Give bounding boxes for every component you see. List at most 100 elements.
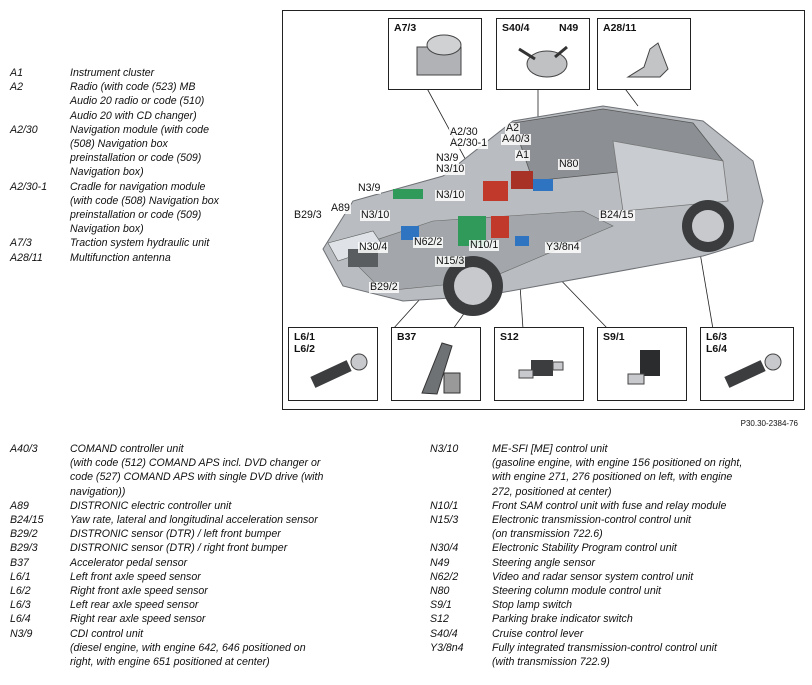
legend-code: A89 [10,499,29,512]
car-illustration [322,80,764,330]
legend-code: N80 [430,585,450,598]
legend-code: N10/1 [430,499,459,512]
legend-row: A28/11 Multifunction antenna [10,251,282,265]
engine-control-unit [393,189,423,199]
stop-lamp-switch-icon [627,350,660,385]
box-label: L6/3 L6/4 [706,331,728,355]
detail-box-s404-n49: S40/4 N49 [496,18,590,90]
legend-code: L6/4 [10,613,31,626]
callout-n310b: N3/10 [435,189,466,201]
callout-n39b: N3/9 [357,182,382,194]
detail-box-b37: B37 [391,327,481,401]
detail-box-s91: S9/1 [597,327,687,401]
hydraulic-unit-icon [416,34,462,76]
legend-code: N3/9 [10,627,33,640]
legend-description: Stop lamp switch [492,599,573,612]
legend-description: Multifunction antenna [70,251,171,264]
legend-code: L6/3 [10,599,31,612]
brake-switch-icon [518,360,564,379]
callout-b293: B29/3 [293,209,323,221]
legend-description: Electronic transmission-control control … [492,514,692,541]
callout-n304: N30/4 [358,241,389,253]
legend-code: A2/30-1 [10,180,48,193]
legend-row: N10/1 Front SAM control unit with fuse an… [430,499,810,513]
legend-row: Y3/8n4 Fully integrated transmission-cont… [430,641,810,669]
callout-n101: N10/1 [469,239,500,251]
legend-description: Steering column module control unit [492,585,662,598]
legend-description: COMAND controller unit (with code (512) … [70,443,324,498]
box-label: L6/1 L6/2 [294,331,316,355]
legend-code: N3/10 [430,443,459,455]
legend-description: DISTRONIC sensor (DTR) / right front bum… [70,542,288,555]
callout-b2415: B24/15 [599,209,635,221]
figure-reference: P30.30-2384-76 [740,419,798,428]
legend-description: ME-SFI [ME] control unit (gasoline engin… [492,443,743,498]
legend-row: A2 Radio (with code (523) MB Audio 20 rad… [10,80,282,123]
legend-row: L6/4 Right rear axle speed sensor [10,612,410,626]
legend-description: Fully integrated transmission-control co… [492,641,717,669]
legend-code: Y3/8n4 [430,641,464,654]
legend-code: B37 [10,556,29,569]
legend-row: L6/1 Left front axle speed sensor [10,570,410,584]
box-label: B37 [397,331,417,343]
legend-description: Steering angle sensor [492,556,596,569]
steering-sensor-icon [518,45,568,78]
legend-code: S9/1 [430,599,452,612]
legend-description: Front SAM control unit with fuse and rel… [492,499,727,512]
legend-description: Navigation module (with code (508) Navig… [70,123,209,179]
legend-code: A28/11 [10,251,43,264]
callout-b292: B29/2 [369,281,399,293]
legend-description: Electronic Stability Program control uni… [492,542,677,555]
box-label-s404: S40/4 [502,22,530,34]
legend-row: A89 DISTRONIC electric controller unit [10,499,410,513]
legend-description: Cruise control lever [492,627,584,640]
accelerator-pedal-icon [421,342,461,395]
antenna-icon [626,42,669,78]
legend-row: L6/3 Left rear axle speed sensor [10,598,410,612]
legend-code: A1 [10,67,23,79]
legend-description: Left rear axle speed sensor [70,599,199,612]
detail-box-a73: A7/3 [388,18,482,90]
legend-row: N80 Steering column module control unit [430,584,810,598]
legend-description: Instrument cluster [70,67,155,79]
legend-code: B24/15 [10,514,44,527]
component-location-figure: A7/3 S40/4 N49 A28/11 L6/1 L6/2 B37 [282,10,805,410]
legend-description: CDI control unit (diesel engine, with en… [70,627,306,669]
legend-row: N3/10 ME-SFI [ME] control unit (gasoline … [430,442,810,499]
box-label: A7/3 [394,22,417,34]
legend-row: S9/1 Stop lamp switch [430,598,810,612]
callout-a403: A40/3 [501,133,531,145]
legend-row: N3/9 CDI control unit (diesel engine, wit… [10,627,410,670]
legend-code: L6/1 [10,570,31,583]
legend-code: N49 [430,556,450,569]
legend-description: Right rear axle speed sensor [70,613,206,626]
callout-a2: A2 [505,122,520,134]
legend-description: Parking brake indicator switch [492,613,633,626]
transmission-control-unit [515,236,529,246]
detail-box-l61-l62: L6/1 L6/2 [288,327,378,401]
fuse-relay-module [491,216,509,238]
legend-code: N30/4 [430,542,459,555]
legend-description: Left front axle speed sensor [70,570,201,583]
detail-box-a2811: A28/11 [597,18,691,90]
detail-box-l63-l64: L6/3 L6/4 [700,327,794,401]
callout-n622: N62/2 [413,236,444,248]
callout-n80: N80 [558,158,580,170]
legend-description: Radio (with code (523) MB Audio 20 radio… [70,81,205,122]
legend-description: DISTRONIC sensor (DTR) / left front bump… [70,528,281,541]
legend-code: N15/3 [430,514,459,527]
callout-y38n4: Y3/8n4 [545,241,581,253]
legend-description: Cradle for navigation module (with code … [70,180,219,236]
legend-description: DISTRONIC electric controller unit [70,499,232,512]
legend-code: A2 [10,81,23,94]
steering-column-module [533,179,553,191]
